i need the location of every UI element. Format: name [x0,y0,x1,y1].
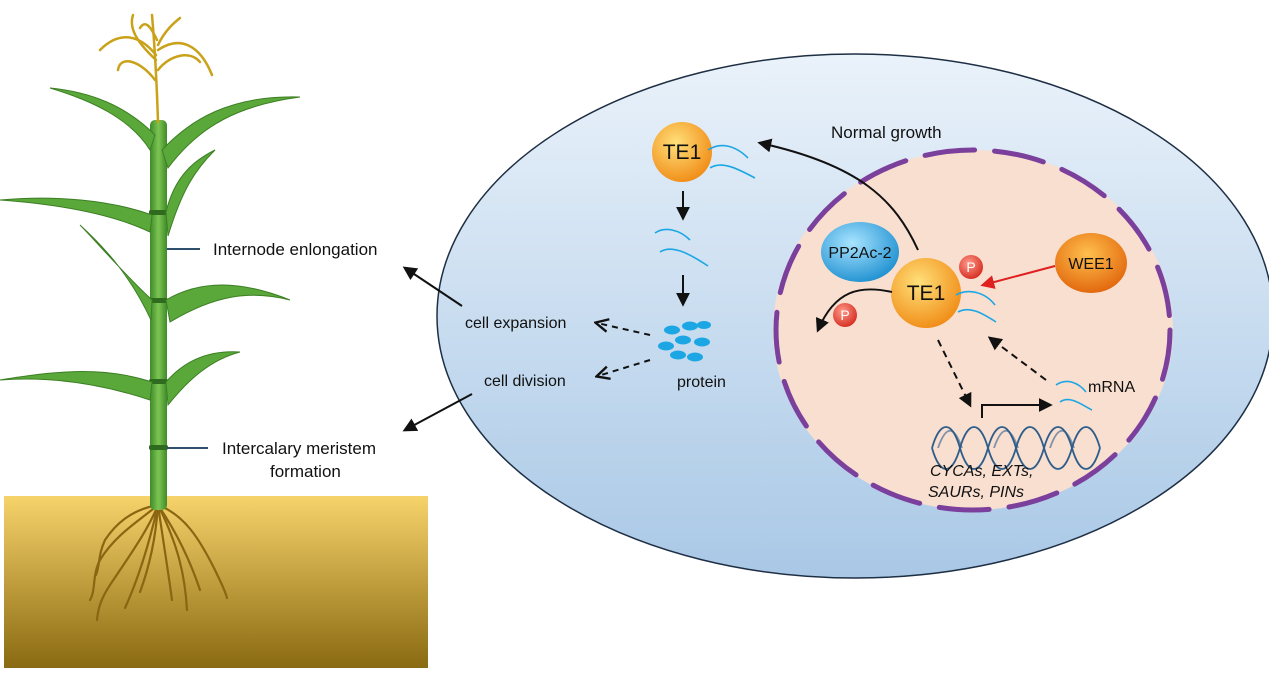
wee1-node [1055,233,1127,293]
wee1-activation-arrow [980,265,1056,289]
mrna-label: mRNA [1088,379,1135,396]
plant-tassel [98,13,214,124]
phospho-released [833,303,857,327]
wee1-label: WEE1 [1068,256,1113,273]
genes-label-line1: CYCAs, EXTs, [930,463,1033,480]
te1-cytoplasm-label: TE1 [663,141,702,164]
phospho-bound [959,255,983,279]
pp2ac-label: PP2Ac-2 [828,245,891,262]
cytoplasm-mrna [654,228,709,267]
nuclear-mrna [1055,380,1093,411]
te1-nucleus-node [891,258,961,328]
dephospho-arrow [815,288,893,333]
genes-label-line2: SAURs, PINs [928,484,1024,501]
dna-helix [931,426,1101,470]
te1-nucleus-label: TE1 [907,282,946,305]
plant-stem [150,120,167,510]
maize-plant [0,13,301,622]
te1-nucleus-mrna [955,290,997,323]
plant-roots [88,503,229,622]
protein-to-division-arrow [598,359,651,376]
division-to-meristem-arrow [402,393,473,432]
meristem-label-line1: Intercalary meristem [222,439,376,458]
normal-growth-arrow [757,138,919,251]
expansion-to-internode-arrow [402,266,463,307]
phospho-released-label: P [840,307,849,323]
meristem-label-line2: formation [270,462,341,481]
transcription-start-arrow [981,398,1053,418]
nucleus [773,147,1173,513]
phospho-bound-label: P [966,259,975,275]
normal-growth-label: Normal growth [831,123,942,142]
pp2ac-node [821,222,899,282]
protein-cluster [658,321,711,362]
te1-cytoplasm-mrna [707,144,756,179]
plant-leaves [0,87,301,407]
protein-to-expansion-arrow [597,323,651,336]
cell-expansion-label: cell expansion [465,315,566,332]
soil [4,496,428,668]
internode-label: Internode enlongation [213,240,377,259]
te1-to-dna-arrow [937,339,972,408]
te1-cytoplasm-node [652,122,712,182]
cell-division-label: cell division [484,373,566,390]
stem-nodes [149,210,168,450]
nuclear-envelope [773,147,1173,513]
protein-label: protein [677,374,726,391]
